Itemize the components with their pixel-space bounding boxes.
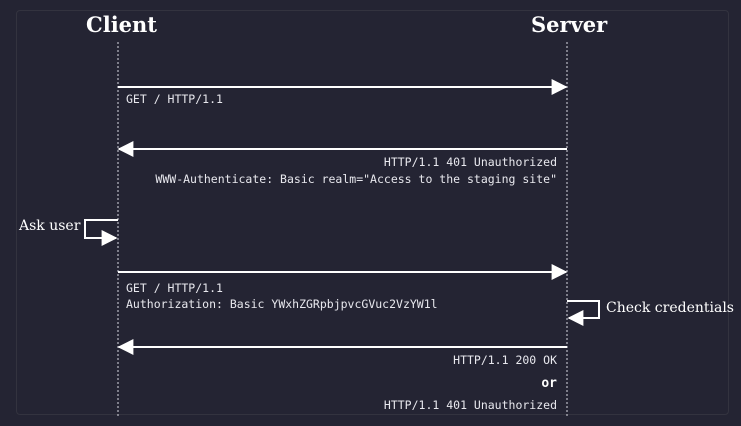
server-actor-label: Server [531,12,608,37]
response1-status-label: HTTP/1.1 401 Unauthorized [383,155,557,169]
request1-label: GET / HTTP/1.1 [126,92,223,106]
response1-header-label: WWW-Authenticate: Basic realm="Access to… [155,172,557,186]
response2-ok-label: HTTP/1.1 200 OK [453,353,557,367]
check-credentials-label: Check credentials [606,300,734,316]
or-label: or [541,376,557,391]
request2-line1-label: GET / HTTP/1.1 [126,281,223,295]
diagram-frame [16,10,729,415]
check-credentials-arrow [567,300,600,326]
response2-unauthorized-label: HTTP/1.1 401 Unauthorized [383,398,557,412]
ask-user-arrow [84,219,118,246]
request2-line2-label: Authorization: Basic YWxhZGRpbjpvcGVuc2V… [126,297,438,311]
client-actor-label: Client [86,12,157,37]
ask-user-label: Ask user [19,218,81,234]
